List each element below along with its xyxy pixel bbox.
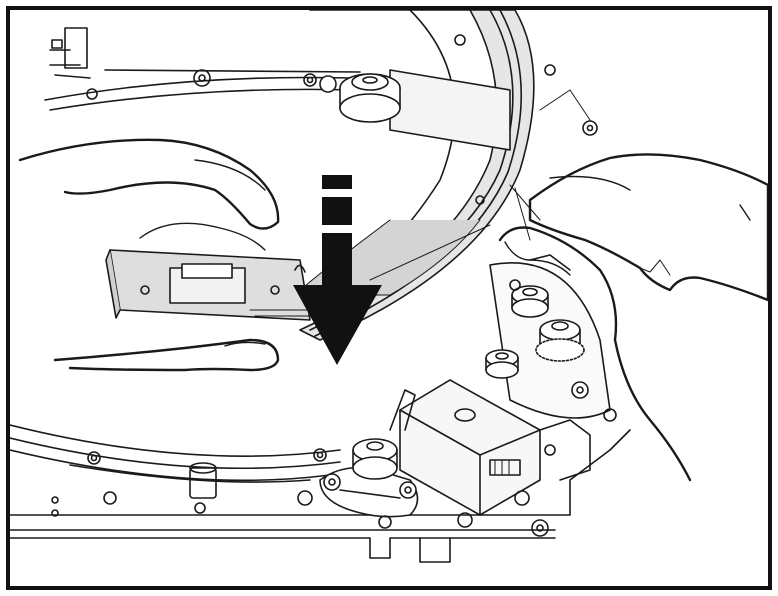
gear-icon	[535, 319, 585, 362]
lower-gear-cluster	[319, 438, 419, 529]
base-plate	[10, 429, 631, 563]
gear-icon	[511, 285, 549, 318]
held-bracket	[105, 249, 311, 321]
upper-gear-cluster	[319, 73, 401, 123]
motor-icon	[389, 379, 617, 516]
left-hand-icon	[18, 138, 280, 372]
illustration-frame	[6, 6, 772, 590]
gear-icon	[485, 349, 519, 379]
assembly-illustration	[10, 10, 768, 563]
screw-icon	[539, 64, 598, 136]
right-gear-train	[485, 254, 611, 419]
lower-ring	[10, 424, 341, 506]
down-arrow-icon	[293, 175, 382, 365]
right-hand-icon	[498, 153, 768, 482]
